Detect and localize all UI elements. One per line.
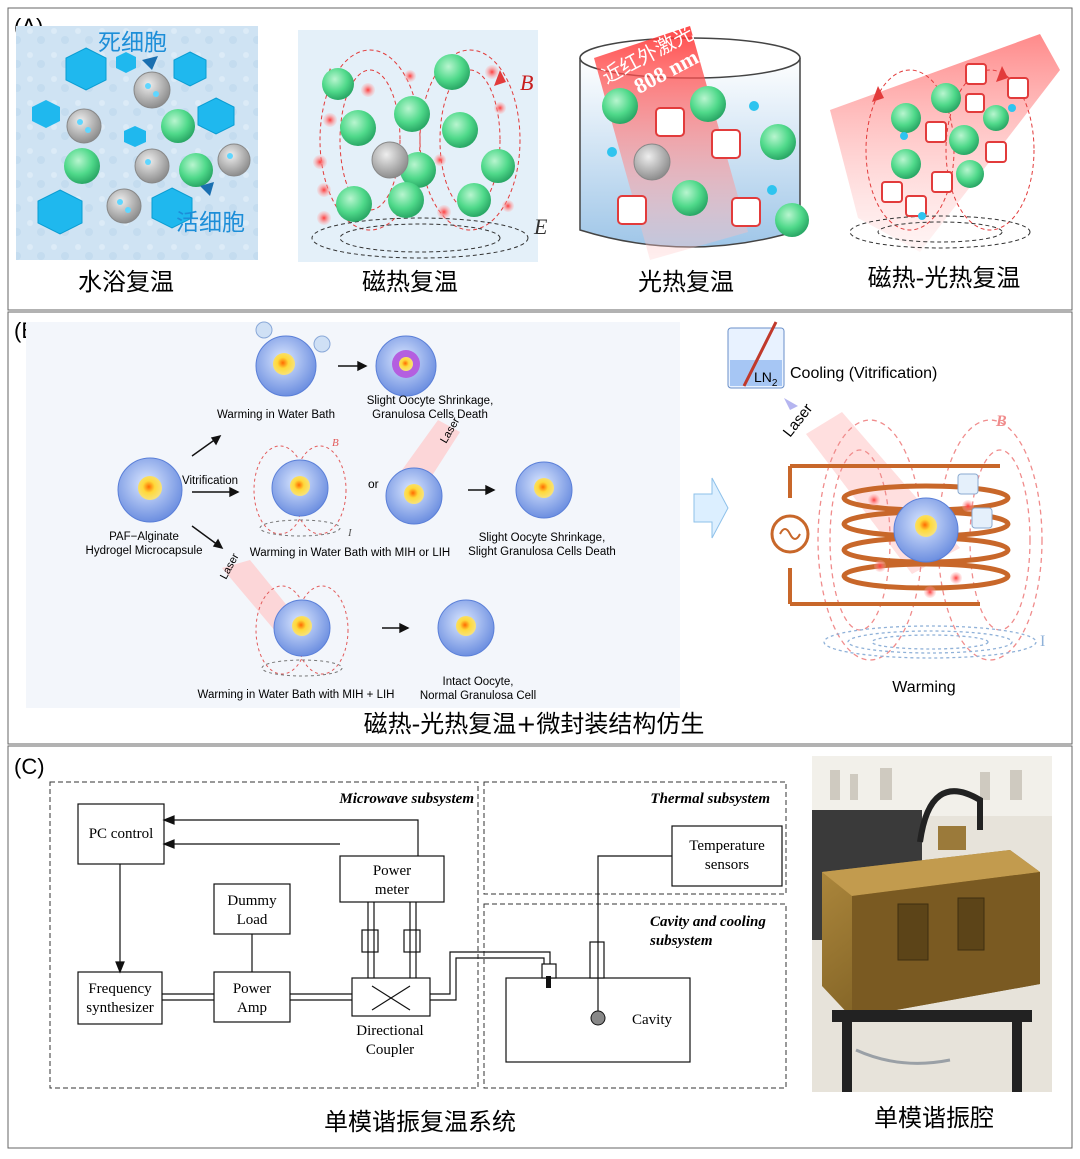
dead-cell-label: 死细胞 [98,30,167,56]
row1-capsule [255,321,437,397]
capsule-label-1: PAF−Alginate [109,531,179,543]
result-2-line1: Slight Oocyte Shrinkage, [479,532,606,544]
dir-coupler-label-1: Directional [356,1023,423,1039]
capsule-label-2: Hydrogel Microcapsule [86,545,203,557]
cavity-photo [812,756,1052,1092]
b-field-device: B [995,413,1007,430]
cavity-cooling-label-1: Cavity and cooling [650,914,766,930]
vitrification-label: Vitrification [182,475,238,487]
panel-b-scheme-bg [26,322,680,708]
live-cell-label: 活细胞 [176,210,245,236]
capsule-start [117,457,183,523]
pc-control-label: PC control [89,826,154,842]
i-field-device: I [1040,633,1045,650]
transition-arrow [693,477,729,539]
panel-b-caption: 磁热-光热复温+微封装结构仿生 [364,710,705,738]
dummy-load-label-1: Dummy [227,893,277,909]
dummy-load-label-2: Load [237,912,268,928]
cooling-label: Cooling (Vitrification) [790,365,937,382]
panel-a-water-bath: 死细胞 活细胞 [16,26,258,260]
svg-text:B: B [332,437,339,449]
panel-c-caption-right: 单模谐振腔 [874,1104,994,1132]
result-3-line2: Normal Granulosa Cell [420,690,536,702]
power-meter-label-2: meter [375,882,409,898]
panel-a-magnetic: B E [298,30,548,262]
block-wires [115,815,672,1016]
caption-photothermal: 光热复温 [638,268,734,296]
dir-coupler-label-2: Coupler [366,1042,414,1058]
result-1-line1: Slight Oocyte Shrinkage, [367,395,494,407]
warming-water-label: Warming in Water Bath [217,409,335,421]
row2-capsules [253,420,573,537]
temp-sensors-label-1: Temperature [689,838,765,854]
panel-c-label: (C) [14,754,45,779]
freq-synth-label-2: synthesizer [86,1000,153,1016]
or-label: or [368,477,379,491]
coil-device [770,412,1043,661]
caption-water-bath: 水浴复温 [78,268,174,296]
cooling-arrow [784,398,798,410]
microwave-subsystem-label: Microwave subsystem [338,791,474,807]
result-1-line2: Granulosa Cells Death [372,409,488,421]
result-2-line2: Slight Granulosa Cells Death [468,546,616,558]
process-arrows [191,360,496,634]
power-meter-label-1: Power [373,863,411,879]
power-amp-label-1: Power [233,981,271,997]
panel-c-caption-left: 单模谐振复温系统 [324,1108,516,1136]
panel-a-combined [830,34,1060,252]
cavity-label: Cavity [632,1012,672,1028]
subsystem-frames [49,781,787,1089]
thermal-subsystem-label: Thermal subsystem [650,791,770,807]
ln2-tube [727,321,785,389]
temp-sensors-label-2: sensors [705,857,749,873]
warming-mih-or-lih-label: Warming in Water Bath with MIH or LIH [250,547,450,559]
cavity-cooling-label-2: subsystem [649,933,713,949]
warming-mih-lih-label: Warming in Water Bath with MIH + LIH [198,689,395,701]
panel-a-photothermal: 近红外激光 808 nm [579,21,809,260]
caption-combined: 磁热-光热复温 [868,264,1021,292]
power-amp-label-2: Amp [237,1000,267,1016]
caption-magnetic: 磁热复温 [362,268,458,296]
svg-text:I: I [347,527,353,539]
field-b-label: B [520,70,533,95]
result-3-line1: Intact Oocyte, [443,676,514,688]
warming-label: Warming [892,679,955,696]
ln2-label: LN2 [754,369,778,389]
freq-synth-label-1: Frequency [88,981,152,997]
field-e-label: E [533,214,548,239]
row3-capsules [222,560,495,677]
